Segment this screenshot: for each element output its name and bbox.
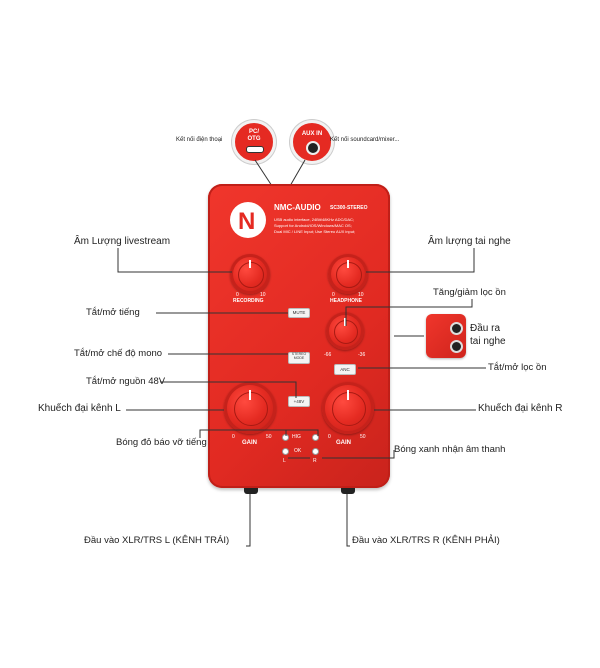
callout-tat-mo-tieng: Tắt/mở tiếng: [86, 307, 140, 318]
brand-name: NMC-AUDIO: [274, 203, 321, 212]
gain-right-knob[interactable]: [322, 382, 374, 434]
gain-left-min: 0: [232, 434, 235, 440]
xlr-left-port: [244, 488, 258, 494]
headphone-output-unit: [426, 314, 466, 358]
gain-left-label: GAIN: [242, 440, 257, 446]
led-hig-right: [312, 434, 319, 441]
recording-knob[interactable]: [230, 254, 270, 294]
anc-min: -66: [324, 352, 332, 358]
callout-dau-ra-2: tai nghe: [470, 336, 506, 347]
anc-button[interactable]: ANC: [334, 364, 356, 375]
stereo-mode-button[interactable]: STEREO MODE: [288, 352, 310, 364]
headphone-max: 10: [358, 292, 364, 298]
aux-in-port-badge: AUX IN: [290, 120, 334, 164]
spec-line-1: USB audio interface, 24Bit/48KHz ADC/DAC…: [274, 217, 355, 222]
pc-otg-label: PC/ OTG: [247, 129, 261, 142]
hig-label: HIG: [292, 434, 301, 440]
callout-dau-vao-l: Đầu vào XLR/TRS L (KÊNH TRÁI): [84, 535, 230, 546]
anc-knob[interactable]: [326, 312, 364, 350]
gain-left-knob[interactable]: [224, 382, 276, 434]
pc-otg-port-badge: PC/ OTG: [232, 120, 276, 164]
recording-label: RECORDING: [233, 298, 264, 304]
callout-khuech-dai-l: Khuếch đại kênh L: [38, 403, 121, 414]
gain-left-max: 50: [266, 434, 272, 440]
callout-tat-mo-che-do-mono: Tắt/mở chế độ mono: [74, 348, 163, 359]
jack-port-icon: [306, 141, 320, 155]
ok-label: OK: [294, 448, 302, 454]
mute-button[interactable]: MUTE: [288, 308, 310, 318]
callout-bong-xanh: Bóng xanh nhận âm thanh: [394, 444, 506, 455]
headphone-min: 0: [332, 292, 335, 298]
headphone-label: HEADPHONE: [330, 298, 362, 304]
anc-max: -36: [358, 352, 366, 358]
recording-max: 10: [260, 292, 266, 298]
pc-caption: Kết nối điện thoại: [176, 137, 223, 143]
model-name: SC300-STEREO: [330, 205, 368, 211]
aux-caption: Kết nối soundcard/mixer...: [330, 137, 400, 143]
spec-line-2: Support for Android/IOS/Windows/MAC OS;: [274, 223, 352, 228]
callout-tat-mo-nguon-48v: Tắt/mở nguồn 48V: [86, 376, 166, 387]
xlr-right-port: [341, 488, 355, 494]
headphone-jack-icon-2: [450, 340, 463, 353]
spec-line-3: Dual MIC / LINE Input; Use Stereo AUX in…: [274, 229, 356, 234]
sound-card-device: N NMC-AUDIO SC300-STEREO USB audio inter…: [208, 184, 390, 488]
callout-dau-ra-1: Đầu ra: [470, 323, 501, 334]
callout-bong-do: Bóng đỏ báo vỡ tiếng: [116, 437, 207, 448]
aux-in-label: AUX IN: [301, 131, 323, 137]
p48v-button[interactable]: +48V: [288, 396, 310, 407]
r-label: R: [313, 458, 317, 464]
recording-min: 0: [236, 292, 239, 298]
callout-dau-vao-r: Đầu vào XLR/TRS R (KÊNH PHẢI): [352, 535, 500, 546]
led-ok-left: [282, 448, 289, 455]
led-ok-right: [312, 448, 319, 455]
headphone-jack-icon-1: [450, 322, 463, 335]
gain-right-label: GAIN: [336, 440, 351, 446]
l-label: L: [283, 458, 286, 464]
callout-am-luong-tai-nghe: Âm lượng tai nghe: [428, 236, 511, 247]
callout-khuech-dai-r: Khuếch đại kênh R: [478, 403, 563, 414]
callout-tat-mo-loc-on: Tắt/mở lọc ồn: [488, 362, 547, 373]
callout-am-luong-livestream: Âm Lượng livestream: [74, 236, 171, 247]
nmc-logo-icon: N: [230, 202, 266, 238]
gain-right-min: 0: [328, 434, 331, 440]
callout-tang-giam-loc-on: Tăng/giảm lọc ồn: [433, 287, 506, 298]
headphone-knob[interactable]: [328, 254, 368, 294]
gain-right-max: 50: [360, 434, 366, 440]
usb-c-port-icon: [246, 146, 264, 153]
